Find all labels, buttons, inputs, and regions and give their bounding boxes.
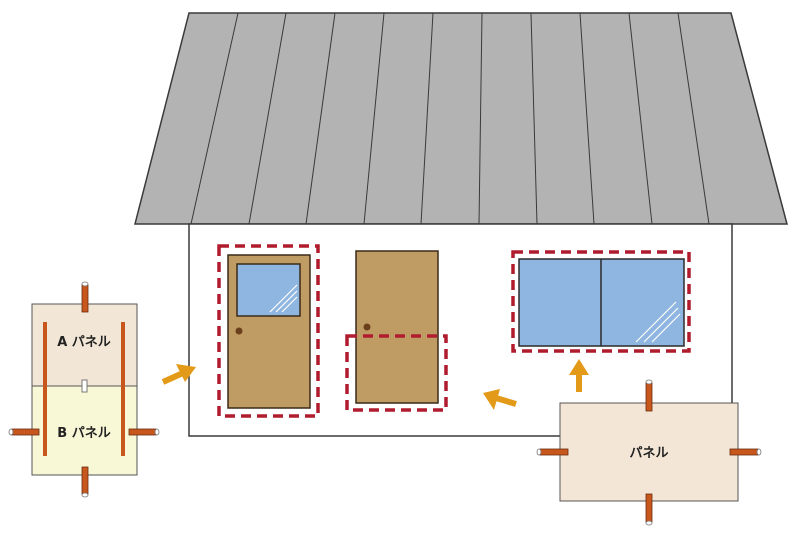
panel-ab: A パネル B パネル (8, 281, 160, 498)
panel-b-label: B パネル (57, 426, 110, 441)
dashed-frame-left-door (217, 244, 320, 418)
dashed-frame-window (511, 250, 691, 353)
panel-a (31, 303, 138, 387)
panel-a-label: A パネル (57, 335, 111, 350)
panel-b (31, 385, 138, 476)
panel-right-label: パネル (629, 446, 668, 461)
door-left (227, 254, 311, 409)
panel-right: パネル (536, 379, 762, 526)
roof (134, 12, 788, 225)
door-knob-left (235, 327, 243, 335)
door-knob-middle (363, 323, 371, 331)
arrow-icon (161, 364, 196, 385)
dashed-frame-middle-door (345, 334, 448, 412)
arrow-icon (483, 389, 517, 410)
arrow-icon (569, 359, 589, 392)
door-middle (355, 250, 439, 404)
window (518, 258, 685, 347)
